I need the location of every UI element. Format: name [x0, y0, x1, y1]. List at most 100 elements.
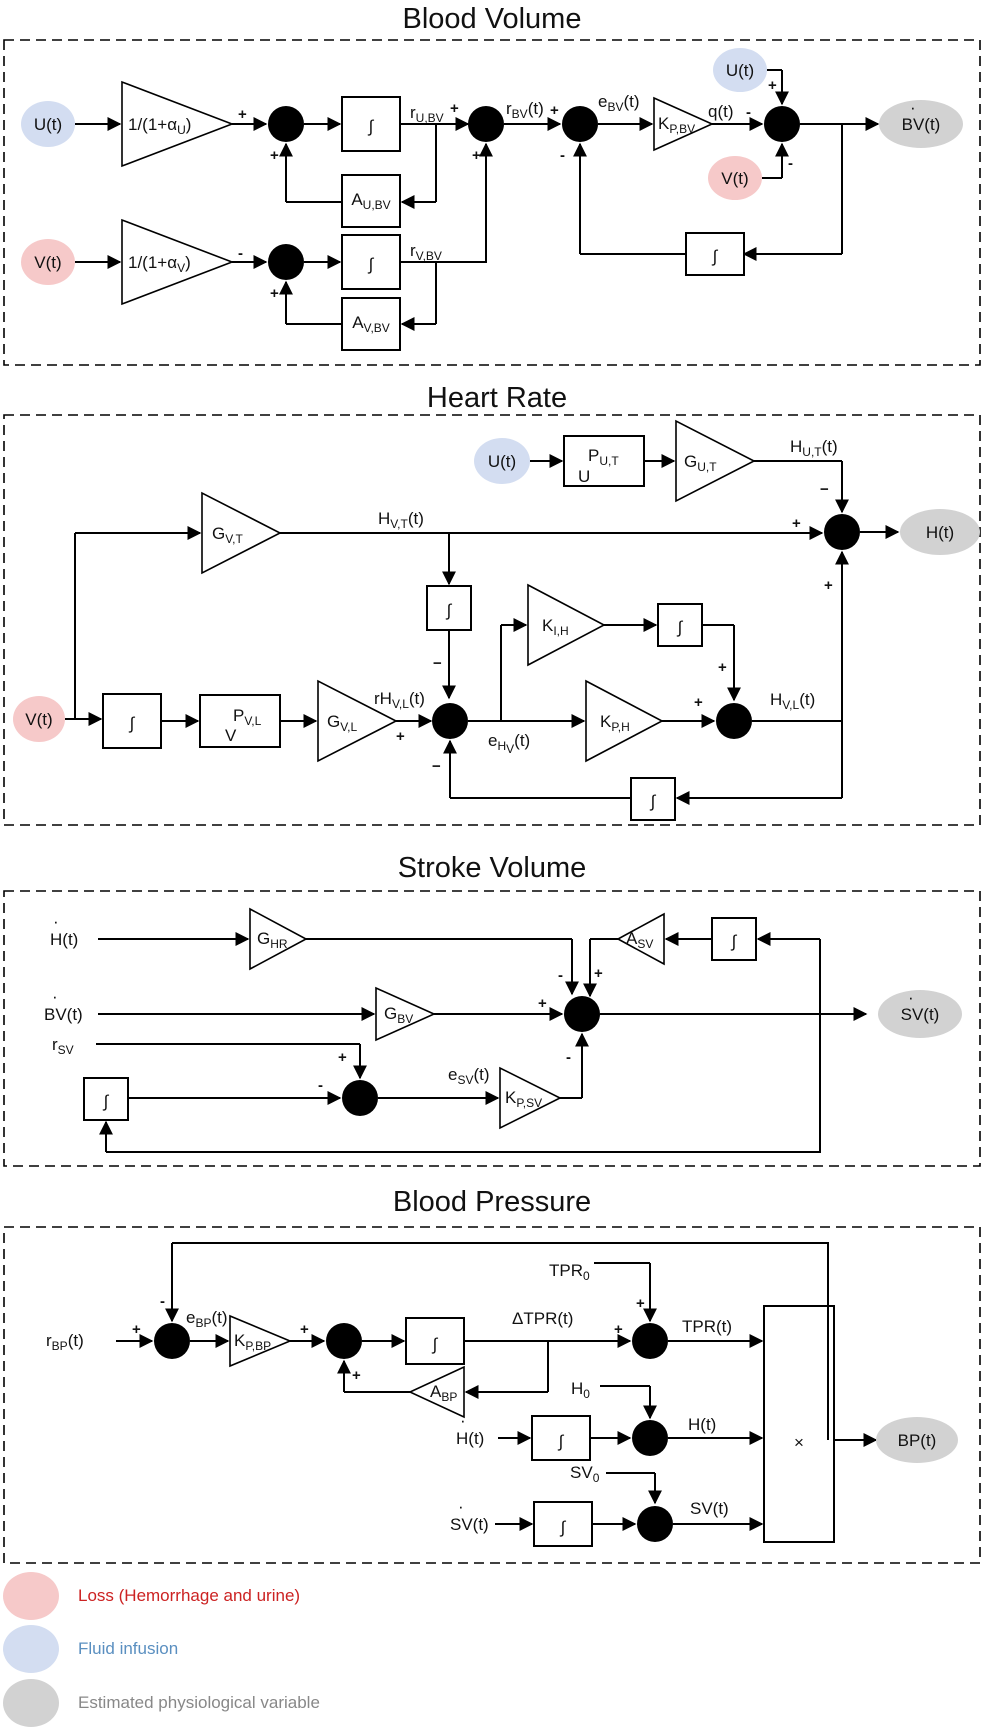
input-sv-bp: SV(t) [450, 1515, 489, 1534]
integrator-symbol: ∫ [677, 618, 684, 637]
p-ut-label: PU,T [588, 446, 619, 468]
sign: - [566, 1049, 571, 1066]
integrator-symbol: ∫ [650, 792, 657, 811]
sum-junction [764, 106, 800, 142]
input-u: U(t) [34, 115, 62, 134]
g-hr-block [249, 907, 308, 971]
sign: + [768, 77, 777, 94]
rh-vl-label: rHV,L(t) [374, 689, 425, 711]
integrator-symbol: ∫ [712, 247, 719, 266]
sum-junction [326, 1323, 362, 1359]
sum-junction [564, 996, 600, 1032]
g-bv-block [375, 986, 436, 1042]
kp-bv-block [653, 96, 714, 152]
a-sv-label: ASV [626, 929, 653, 951]
input-v: V(t) [25, 710, 52, 729]
estimate-marker [876, 1417, 958, 1463]
p-ut-denominator: U [578, 467, 590, 486]
g-bv-label: GBV [384, 1004, 413, 1026]
k-ph-label: KP,H [600, 712, 630, 734]
r-bv-label: rBV(t) [506, 99, 544, 121]
derivative-dot: · [52, 987, 58, 1006]
section-frame [3, 890, 981, 1167]
p-ut-block [563, 435, 645, 487]
legend-label-loss: Loss (Hemorrhage and urine) [78, 1586, 300, 1605]
sign: + [338, 1049, 347, 1066]
legend-swatch-infusion [3, 1625, 59, 1673]
sign: - [788, 155, 793, 172]
input-h: H(t) [50, 930, 78, 949]
kp-sv-label: KP,SV [505, 1088, 542, 1110]
integrator-symbol: ∫ [368, 117, 375, 136]
integrator-v-hr [102, 693, 162, 749]
loss-marker [708, 156, 762, 200]
input-v: V(t) [34, 253, 61, 272]
section-title: Blood Pressure [393, 1186, 591, 1218]
h-vl-label: HV,L(t) [770, 690, 815, 712]
h-ut-label: HU,T(t) [790, 437, 838, 459]
k-ih-block [527, 583, 606, 667]
sign: + [270, 147, 279, 164]
g-vt-block [201, 491, 282, 575]
integrator-symbol: ∫ [558, 1432, 565, 1451]
integrator-symbol: ∫ [731, 932, 738, 951]
kp-bp-block [229, 1314, 293, 1368]
section-blood-pressure: Blood Pressure rBP(t) + - eBP(t) KP,BP +… [3, 1186, 981, 1564]
g-vl-label: GV,L [327, 712, 357, 734]
legend-swatch-loss [3, 1572, 59, 1620]
sign: + [270, 285, 279, 302]
p-vl-denominator: V [225, 726, 237, 745]
a-bp-block [408, 1365, 465, 1419]
sum-junction [342, 1080, 378, 1116]
sign: − [820, 481, 829, 498]
kp-sv-block [499, 1066, 562, 1130]
sum-junction [268, 106, 304, 142]
e-bv-label: eBV(t) [598, 92, 640, 114]
integrator-symbol: ∫ [432, 1335, 439, 1354]
sign: + [614, 1321, 623, 1338]
derivative-dot: · [53, 912, 59, 931]
infusion-marker [713, 48, 767, 92]
gain-v-block [121, 218, 235, 306]
input-u: U(t) [488, 452, 516, 471]
multiply-symbol: × [794, 1433, 804, 1452]
section-stroke-volume: Stroke Volume H(t) · GHR - BV(t) · GBV +… [3, 852, 981, 1167]
r-u-bv-label: rU,BV [410, 103, 444, 125]
g-ut-block [675, 419, 756, 503]
infusion-marker [474, 438, 530, 484]
integrator-r-sv [83, 1077, 129, 1121]
a-u-bv-label: AU,BV [351, 190, 390, 212]
sign: + [594, 965, 603, 982]
section-heart-rate: Heart Rate U(t) PU,T U GU,T HU,T(t) − H(… [3, 382, 981, 826]
derivative-dot: · [908, 988, 914, 1007]
estimate-marker [900, 509, 980, 555]
output-sv: SV(t) [901, 1005, 940, 1024]
sign: - [558, 967, 563, 984]
sign: + [300, 1321, 309, 1338]
tpr0-label: TPR0 [549, 1261, 590, 1283]
infusion-marker [21, 101, 75, 147]
output-bp: BP(t) [898, 1431, 937, 1450]
legend-label-infusion: Fluid infusion [78, 1639, 178, 1658]
integrator-u [341, 96, 401, 152]
tpr-label: TPR(t) [682, 1317, 732, 1336]
a-bp-label: ABP [430, 1382, 457, 1404]
multiplier-block [763, 1305, 835, 1543]
sum-junction [268, 244, 304, 280]
h-label: H(t) [688, 1415, 716, 1434]
sign: + [538, 995, 547, 1012]
e-bp-label: eBP(t) [186, 1308, 228, 1330]
section-title: Heart Rate [427, 382, 567, 414]
section-title: Stroke Volume [398, 852, 587, 884]
sum-junction [154, 1323, 190, 1359]
loss-marker [21, 239, 75, 285]
dtpr-label: ΔTPR(t) [512, 1309, 573, 1328]
sign: + [824, 577, 833, 594]
legend: Loss (Hemorrhage and urine) Fluid infusi… [3, 1572, 320, 1727]
kp-bp-label: KP,BP [234, 1331, 271, 1353]
input-u: U(t) [726, 61, 754, 80]
input-r-bp: rBP(t) [46, 1331, 84, 1353]
sign: - [318, 1077, 323, 1094]
sum-junction [632, 1323, 668, 1359]
e-hv-label: eHV(t) [488, 731, 530, 756]
